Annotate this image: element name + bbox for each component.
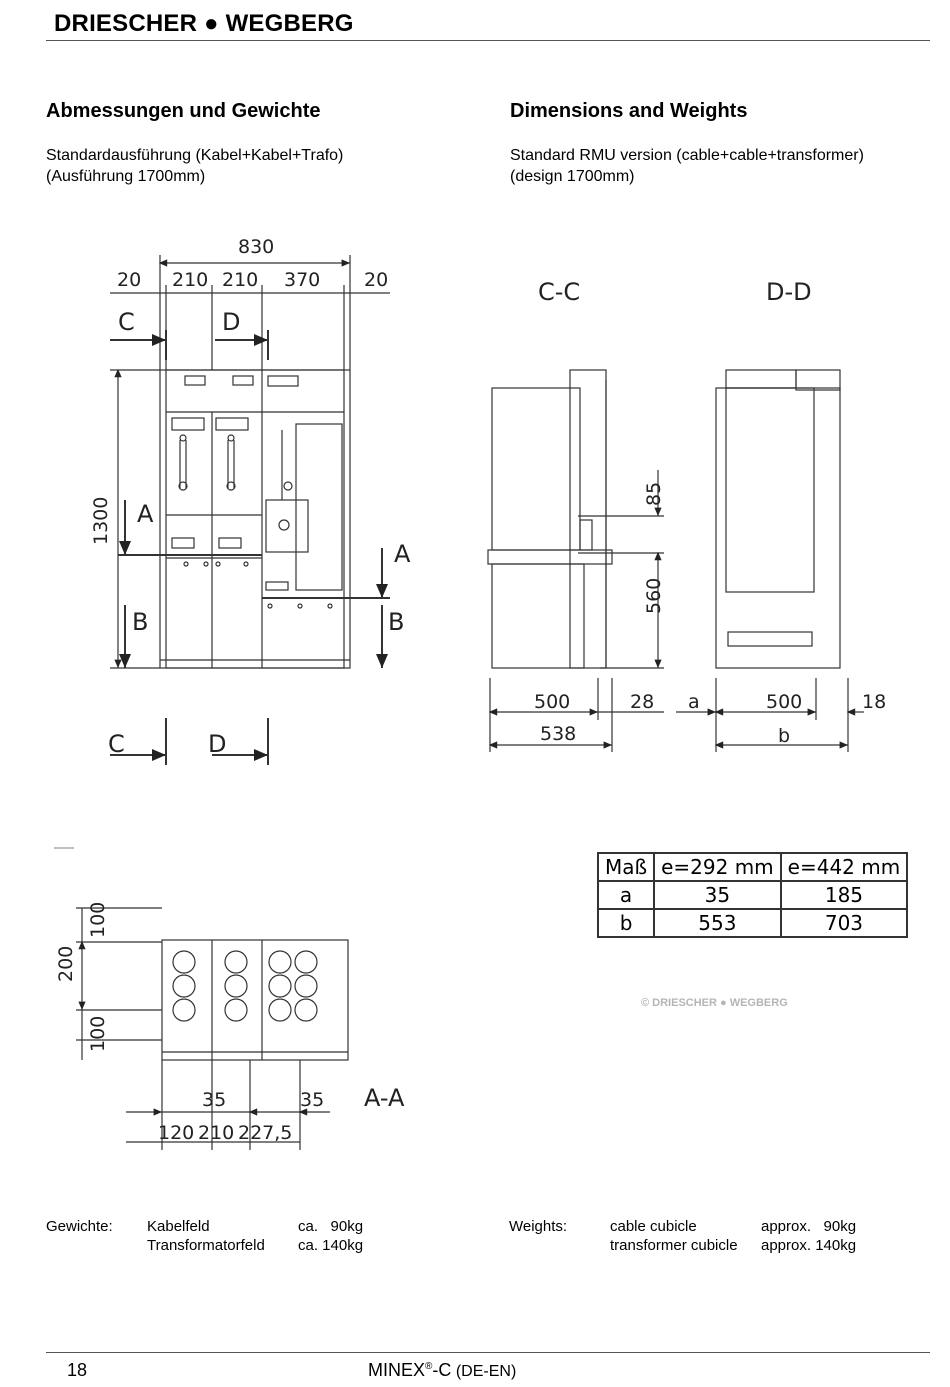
section-a-left: A [137,500,154,528]
section-c-bottom: C [108,730,125,758]
table-header-row: Maß e=292 mm e=442 mm [596,852,909,882]
dim-500-left: 500 [534,691,570,713]
dim-seg-1: 20 [117,269,141,291]
dim-total-width: 830 [238,236,274,258]
dim-seg-2: 210 [172,269,208,291]
weights-en-item1: cable cubicle [610,1218,697,1235]
dim-85: 85 [643,482,665,506]
brand-header: DRIESCHER ● WEGBERG [54,10,354,37]
weights-de-value1: ca. 90kg [298,1218,364,1235]
weights-de-item1: Kabelfeld [147,1218,210,1235]
table-cell: 185 [779,880,909,910]
table-header: e=442 mm [779,852,909,882]
product-suffix: -C [432,1360,452,1380]
table-cell: a [596,880,656,910]
section-d-bottom: D [208,730,226,758]
dim-35-right: 35 [300,1089,324,1111]
table-header: Maß [596,852,656,882]
dim-200: 200 [55,946,77,982]
subtitle-en: Standard RMU version (cable+cable+transf… [510,145,864,187]
title-de: Abmessungen und Gewichte [46,100,321,122]
dim-seg-5: 20 [364,269,388,291]
dim-538: 538 [540,723,576,745]
weights-de-item2: Transformatorfeld [147,1237,265,1254]
subtitle-de: Standardausführung (Kabel+Kabel+Trafo) (… [46,145,343,187]
table-row: b 553 703 [596,908,909,938]
section-b-right: B [388,608,404,636]
side-view-dd [676,369,864,752]
dim-35-left: 35 [202,1089,226,1111]
dim-500-right: 500 [766,691,802,713]
table-cell: 35 [653,880,782,910]
dim-120: 120 [158,1122,194,1144]
subtitle-en-line1: Standard RMU version (cable+cable+transf… [510,147,864,164]
table-cell: b [596,908,656,938]
table-header: e=292 mm [653,852,782,882]
dim-seg-4: 370 [284,269,320,291]
dim-28: 28 [630,691,654,713]
title-en: Dimensions and Weights [510,100,748,122]
label-b: b [778,725,790,747]
dim-210: 210 [198,1122,234,1144]
dim-100-top: 100 [87,902,109,938]
weights-en-value1: approx. 90kg [761,1218,857,1235]
section-cc-title: C-C [538,278,580,306]
plan-view [54,847,349,1150]
dim-height: 1300 [90,497,112,545]
subtitle-de-line1: Standardausführung (Kabel+Kabel+Trafo) [46,147,344,164]
subtitle-de-line2: (Ausführung 1700mm) [46,168,206,185]
table-row: a 35 185 [596,880,909,910]
label-a: a [688,691,700,713]
header-rule [46,40,930,41]
table-cell: 703 [779,908,909,938]
language-code: (DE-EN) [451,1363,517,1380]
weights-en-item2: transformer cubicle [610,1237,738,1254]
page-number: 18 [67,1360,88,1380]
section-a-right: A [394,540,411,568]
weights-de-label: Gewichte: [46,1218,113,1235]
section-c-top: C [118,308,135,336]
weights-de-value2: ca. 140kg [298,1237,364,1254]
product-name: MINEX®-C (DE-EN) [368,1360,516,1381]
dim-560: 560 [643,578,665,614]
front-view [110,255,390,765]
section-dd-title: D-D [766,278,812,306]
registered-mark: ® [425,1361,433,1372]
footer-rule [46,1352,930,1353]
dim-seg-3: 210 [222,269,258,291]
section-b-left: B [132,608,148,636]
weights-en-label: Weights: [509,1218,568,1235]
dim-227: 227,5 [238,1122,292,1144]
measure-table: Maß e=292 mm e=442 mm a 35 185 b 553 703 [596,852,909,938]
weights-en-value2: approx. 140kg [761,1237,857,1254]
watermark: © DRIESCHER ● WEGBERG [641,997,788,1009]
section-d-top: D [222,308,240,336]
section-aa-title: A-A [364,1084,405,1112]
dim-100-bottom: 100 [87,1016,109,1052]
side-view-cc [487,369,664,752]
product-label: MINEX [368,1360,426,1380]
subtitle-en-line2: (design 1700mm) [510,168,635,185]
dim-18: 18 [862,691,886,713]
table-cell: 553 [653,908,782,938]
